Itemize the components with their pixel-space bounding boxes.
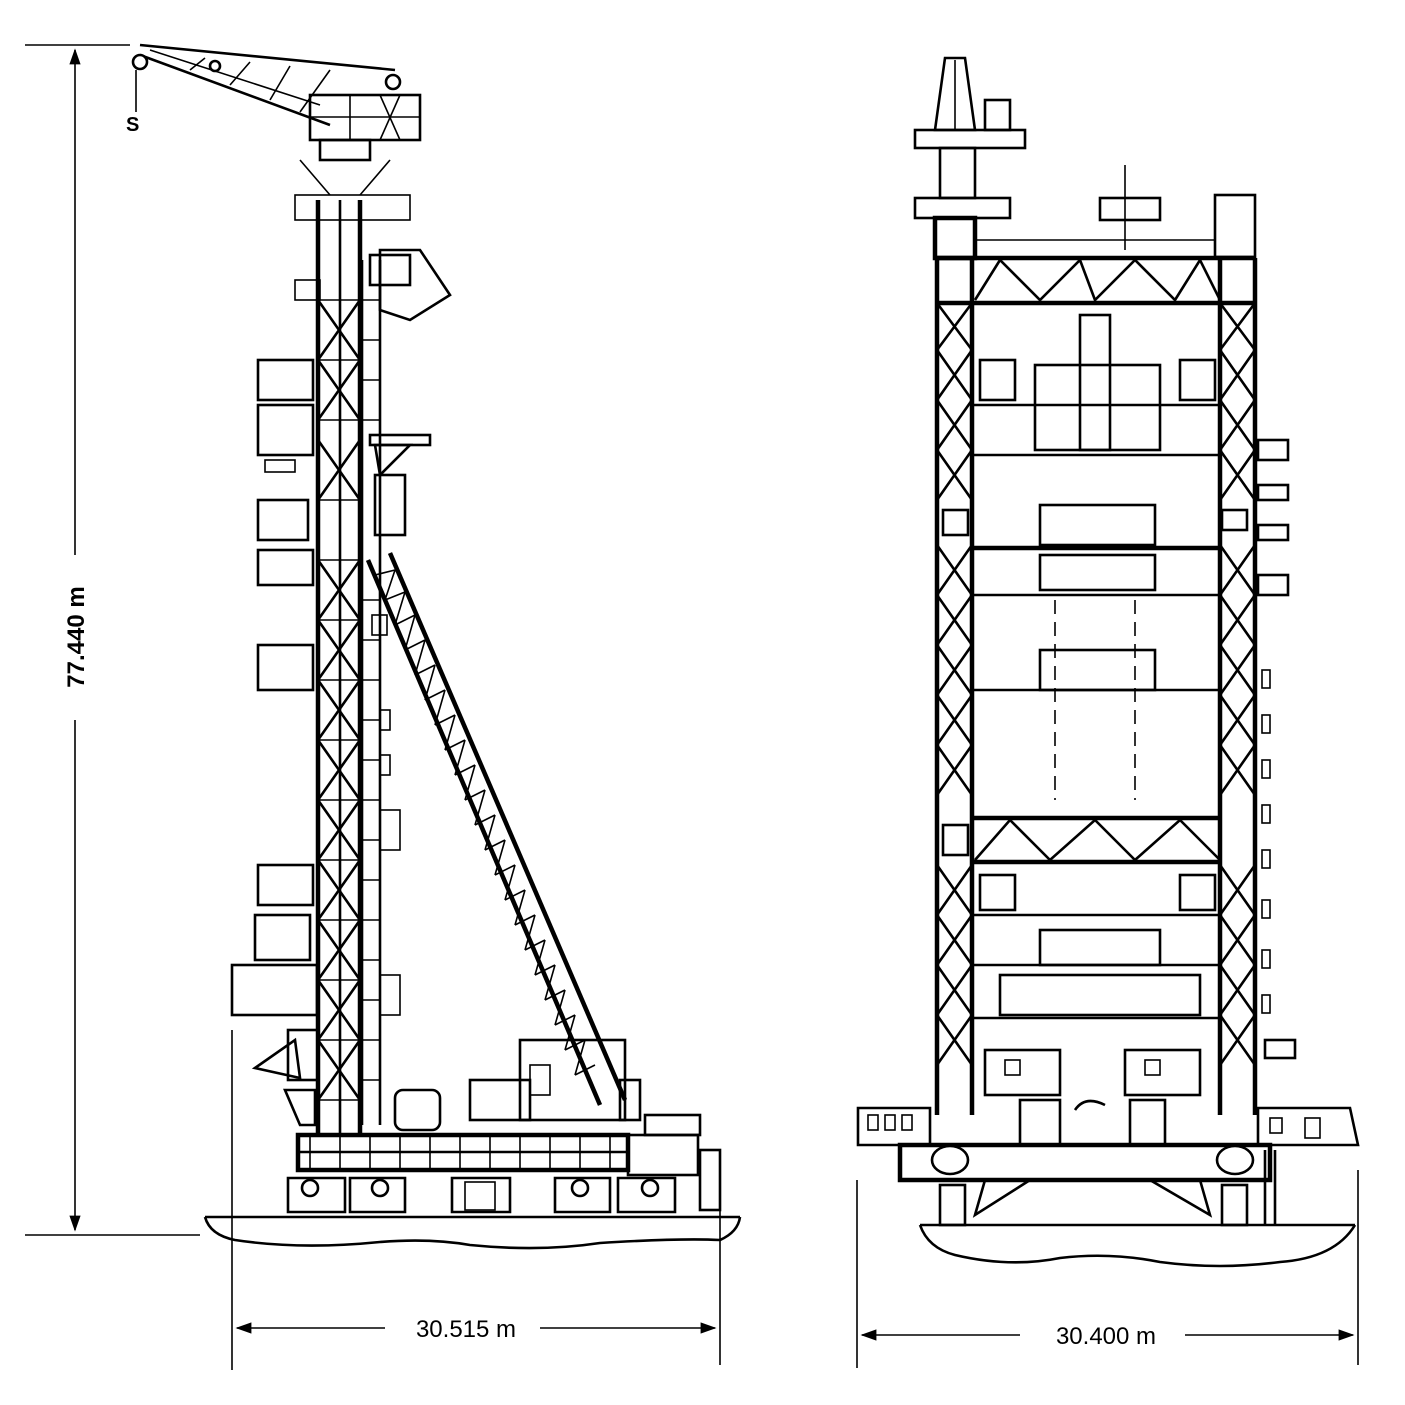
front-ground [918,1223,1357,1268]
ground-base [203,1215,742,1250]
tower-attachments [371,614,401,1016]
height-dimension: 77.440 m [25,44,200,1236]
height-dimension-label: 77.440 m [63,586,90,687]
tower-bracing [316,299,362,1101]
top-crane [913,56,1027,261]
internal-floors [972,313,1220,1020]
external-boxes [941,438,1297,1060]
deck-machinery [393,1038,722,1212]
front-base-deck [856,1106,1360,1227]
tower-ladder [362,299,380,1081]
crane-cab [294,93,422,221]
front-elevation-view: 30.400 m [856,56,1360,1368]
right-width-label: 30.400 m [1056,1323,1156,1350]
crane-jib: S [126,43,402,136]
left-width-label: 30.515 m [416,1316,516,1343]
lower-cabins [983,1048,1202,1147]
side-elevation-view: S [126,43,742,1370]
bogies [286,1176,677,1214]
side-modules [230,358,320,1127]
luffing-boom [365,552,628,1106]
right-width-dimension: 30.400 m [856,1170,1359,1368]
tower-frame [934,255,1258,1115]
deck-base [295,1132,700,1177]
left-width-dimension: 30.515 m [231,1030,721,1370]
top-derrick [975,165,1257,259]
hook-letter: S [126,114,139,136]
